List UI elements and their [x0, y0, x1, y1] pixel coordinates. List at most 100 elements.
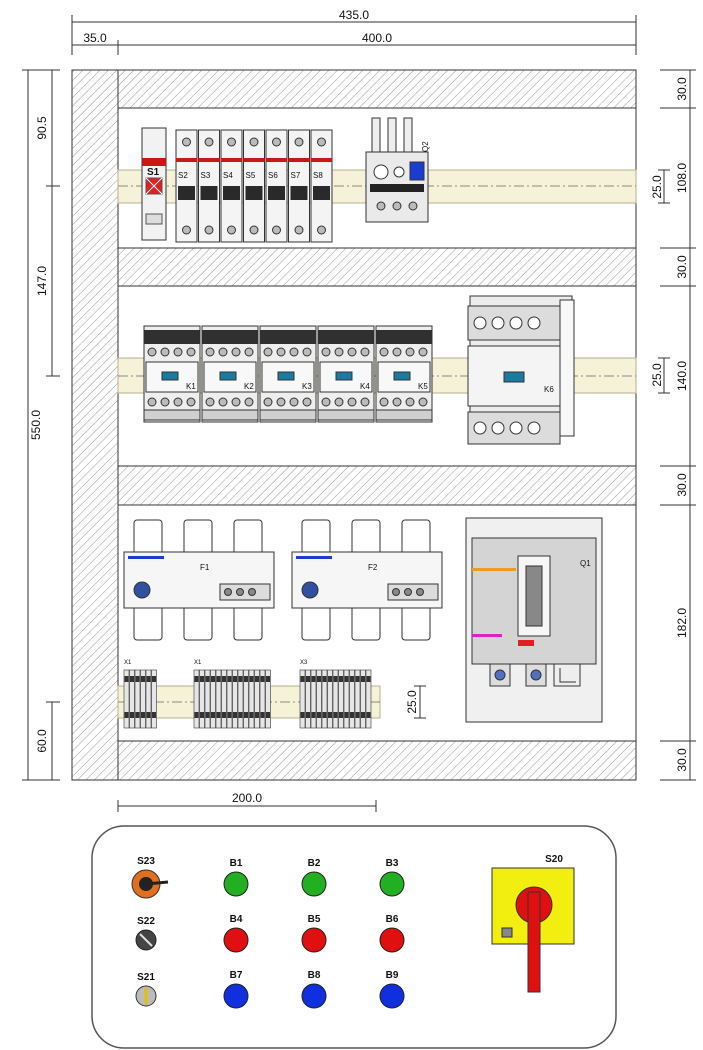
contactor-k4: K4: [317, 325, 375, 423]
row-3-devices: F1 F2 Q1 X1 X1 X3: [123, 517, 603, 729]
label-k5: K5: [418, 382, 428, 391]
label-b8: B8: [308, 970, 321, 981]
lamp-b4: B4: [223, 914, 249, 953]
dim-right-row2: 140.0: [675, 361, 689, 391]
breaker-s8: S8: [310, 129, 333, 243]
label-k4: K4: [360, 382, 370, 391]
label-k6: K6: [544, 385, 554, 394]
label-f2: F2: [368, 563, 378, 572]
breaker-s2: S2: [175, 129, 198, 243]
breaker-s6: S6: [265, 129, 288, 243]
label-s6: S6: [268, 171, 278, 180]
label-terminal-2: X1: [194, 660, 202, 666]
label-s1: S1: [147, 167, 160, 178]
dim-left-mid: 147.0: [35, 266, 49, 296]
cable-duct-2: [117, 247, 637, 287]
breaker-s3: S3: [198, 129, 220, 243]
dim-right-duct3: 30.0: [675, 473, 689, 497]
dim-right-rail2: 25.0: [650, 363, 664, 387]
breaker-group: S2 S3 S4 S5 S6 S7 S8: [175, 129, 333, 243]
label-k2: K2: [244, 382, 254, 391]
label-s5: S5: [246, 171, 256, 180]
contactor-k3: K3: [259, 325, 317, 423]
lamp-b5: B5: [301, 914, 327, 953]
fuse-f1: F1: [123, 519, 275, 641]
row-1-devices: S1 S2 S3 S4 S5 S6 S7 S8 Q2: [141, 117, 430, 243]
dimension-left: 550.0 90.5 147.0 60.0: [22, 69, 60, 781]
label-s20: S20: [545, 854, 563, 865]
selector-s23: S23: [131, 856, 169, 899]
contactor-k1: K1: [143, 325, 201, 423]
lamp-b1: B1: [223, 858, 249, 897]
lamp-b7: B7: [223, 970, 249, 1009]
label-b2: B2: [308, 858, 321, 869]
dim-right-duct2: 30.0: [675, 255, 689, 279]
label-s7: S7: [291, 171, 301, 180]
lamp-b2: B2: [301, 858, 327, 897]
terminal-block-1: X1: [123, 660, 157, 729]
dim-left-upper: 90.5: [35, 116, 49, 140]
dim-bottom-width: 200.0: [232, 791, 262, 805]
dim-right-duct1: 30.0: [675, 77, 689, 101]
dim-top-right: 400.0: [362, 31, 392, 45]
label-terminal-1: X1: [124, 660, 132, 666]
selector-s21: S21: [135, 972, 157, 1007]
label-s23: S23: [137, 856, 155, 867]
dim-right-rail1: 25.0: [650, 175, 664, 199]
label-b7: B7: [230, 970, 243, 981]
label-s4: S4: [223, 171, 233, 180]
dim-right-duct4: 30.0: [675, 748, 689, 772]
breaker-s7: S7: [288, 129, 310, 243]
label-b1: B1: [230, 858, 243, 869]
cable-duct-4: [117, 740, 637, 781]
label-s3: S3: [201, 171, 211, 180]
label-b9: B9: [386, 970, 399, 981]
dim-right-row3: 182.0: [675, 608, 689, 638]
terminal-block-3: X3: [299, 660, 372, 729]
label-b3: B3: [386, 858, 399, 869]
breaker-s4: S4: [220, 129, 243, 243]
label-b6: B6: [386, 914, 399, 925]
lamp-b6: B6: [379, 914, 405, 953]
overload-relay-q2: Q2: [365, 117, 430, 223]
terminal-group: X1 X1 X3: [123, 660, 372, 729]
label-s2: S2: [178, 171, 188, 180]
label-s8: S8: [313, 171, 323, 180]
label-s22: S22: [137, 916, 155, 927]
contactor-group: K1 K2 K3 K4 K5: [143, 325, 433, 423]
label-k1: K1: [186, 382, 196, 391]
terminal-block-2: X1: [193, 660, 271, 729]
fuse-group: F1 F2: [123, 519, 443, 641]
cable-duct-1: [117, 69, 637, 109]
breaker-s5: S5: [243, 129, 265, 243]
cable-duct-3: [117, 465, 637, 506]
dim-left-bottom: 60.0: [35, 729, 49, 753]
label-q1: Q1: [580, 559, 591, 568]
label-terminal-3: X3: [300, 660, 308, 666]
label-b5: B5: [308, 914, 321, 925]
contactor-k6: K6: [467, 295, 575, 445]
lamp-b9: B9: [379, 970, 405, 1009]
circuit-breaker-q1: Q1: [465, 517, 603, 723]
label-f1: F1: [200, 563, 210, 572]
dim-left-total: 550.0: [29, 410, 43, 440]
dimension-top: 435.0 35.0 400.0: [71, 8, 637, 55]
contactor-k2: K2: [201, 325, 259, 423]
label-k3: K3: [302, 382, 312, 391]
switch-s1: S1: [141, 127, 167, 241]
label-q2: Q2: [421, 141, 430, 152]
dim-top-left: 35.0: [83, 31, 107, 45]
fuse-f2: F2: [291, 519, 443, 641]
label-s21: S21: [137, 972, 155, 983]
dim-right-row1: 108.0: [675, 163, 689, 193]
selector-s22: S22: [135, 916, 157, 951]
row-2-devices: K1 K2 K3 K4 K5 K6: [143, 295, 575, 445]
lamp-b3: B3: [379, 858, 405, 897]
main-switch-s20: S20: [491, 854, 575, 993]
dimension-bottom: 200.0: [117, 791, 377, 812]
dim-top-total: 435.0: [339, 8, 369, 22]
label-b4: B4: [230, 914, 243, 925]
